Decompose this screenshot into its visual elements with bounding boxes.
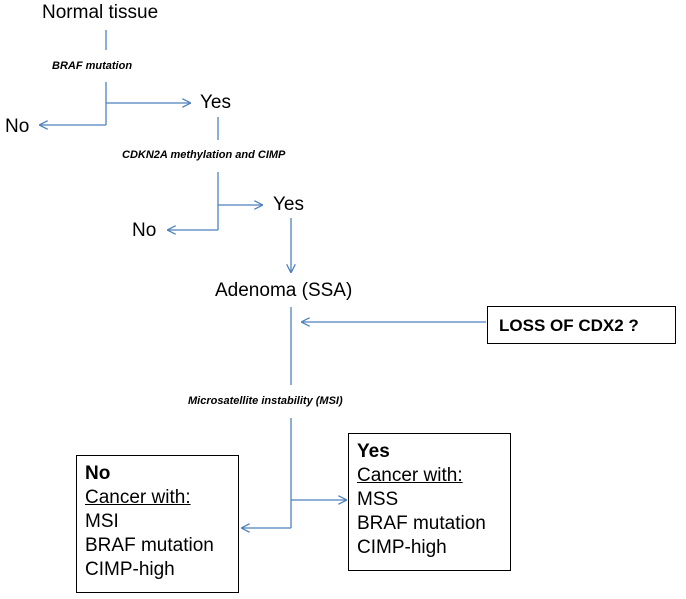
node-yes-1: Yes xyxy=(200,92,231,113)
box-outcome-yes: Yes Cancer with: MSS BRAF mutation CIMP-… xyxy=(348,433,511,571)
outcome-yes-item: MSS xyxy=(357,489,399,510)
node-no-1: No xyxy=(5,116,30,137)
outcome-no-item: BRAF mutation xyxy=(85,535,214,556)
outcome-yes-item: BRAF mutation xyxy=(357,513,486,534)
label-cdkn2a-cimp: CDKN2A methylation and CIMP xyxy=(122,149,286,161)
label-msi: Microsatellite instability (MSI) xyxy=(188,395,343,407)
outcome-yes-item: CIMP-high xyxy=(357,537,447,558)
outcome-yes-heading: Yes xyxy=(357,441,390,462)
outcome-yes-subheading: Cancer with: xyxy=(357,465,463,486)
node-no-2: No xyxy=(132,220,157,241)
label-braf-mutation: BRAF mutation xyxy=(52,60,133,72)
outcome-no-item: MSI xyxy=(85,511,119,532)
outcome-no-item: CIMP-high xyxy=(85,559,175,580)
outcome-no-heading: No xyxy=(85,463,111,484)
loss-cdx2-label: LOSS OF CDX2 ? xyxy=(499,316,639,335)
outcome-no-subheading: Cancer with: xyxy=(85,487,191,508)
node-adenoma: Adenoma (SSA) xyxy=(215,280,353,301)
node-normal-tissue: Normal tissue xyxy=(42,2,159,23)
box-outcome-no: No Cancer with: MSI BRAF mutation CIMP-h… xyxy=(76,455,239,593)
box-loss-cdx2: LOSS OF CDX2 ? xyxy=(487,306,676,344)
node-yes-2: Yes xyxy=(273,194,304,215)
